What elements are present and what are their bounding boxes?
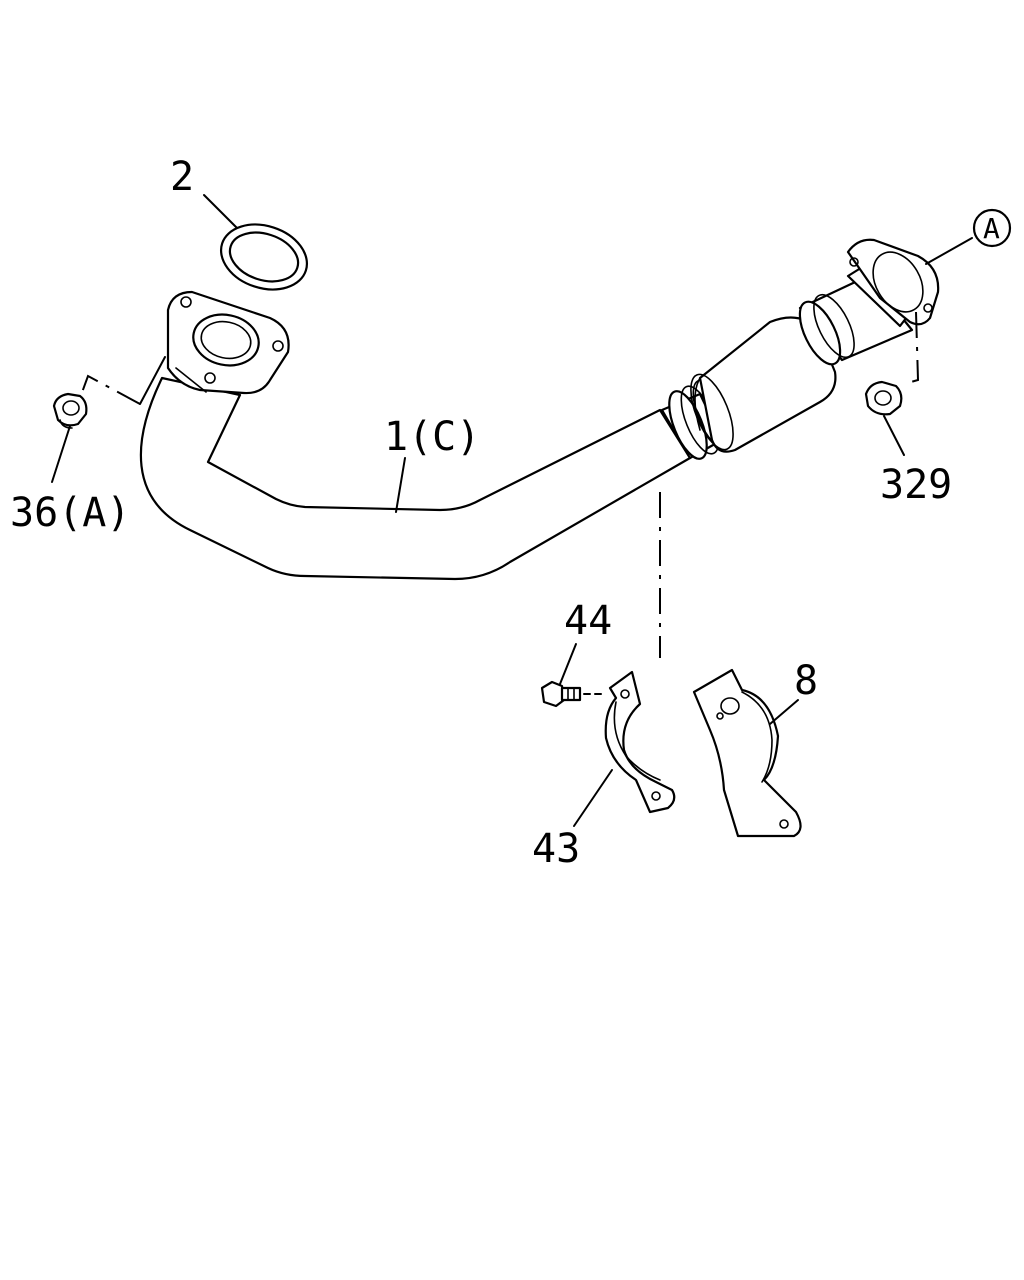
callout-pipe: 1(C) — [384, 414, 480, 460]
callout-gasket: 2 — [170, 154, 194, 200]
callout-ref: A — [983, 212, 1000, 245]
callout-bracket: 8 — [794, 658, 818, 704]
nut-left — [52, 392, 88, 429]
bracket — [692, 668, 802, 838]
reference-circle — [972, 208, 1012, 248]
gasket — [219, 223, 309, 291]
exhaust-pipe — [139, 238, 940, 581]
callout-nut-left: 36(A) — [10, 490, 130, 536]
callout-nut-right: 329 — [880, 462, 952, 508]
callout-bolt: 44 — [564, 598, 612, 644]
callout-clamp: 43 — [532, 826, 580, 872]
nut-right — [864, 380, 903, 416]
clamp — [604, 670, 676, 814]
bolt — [540, 680, 605, 708]
